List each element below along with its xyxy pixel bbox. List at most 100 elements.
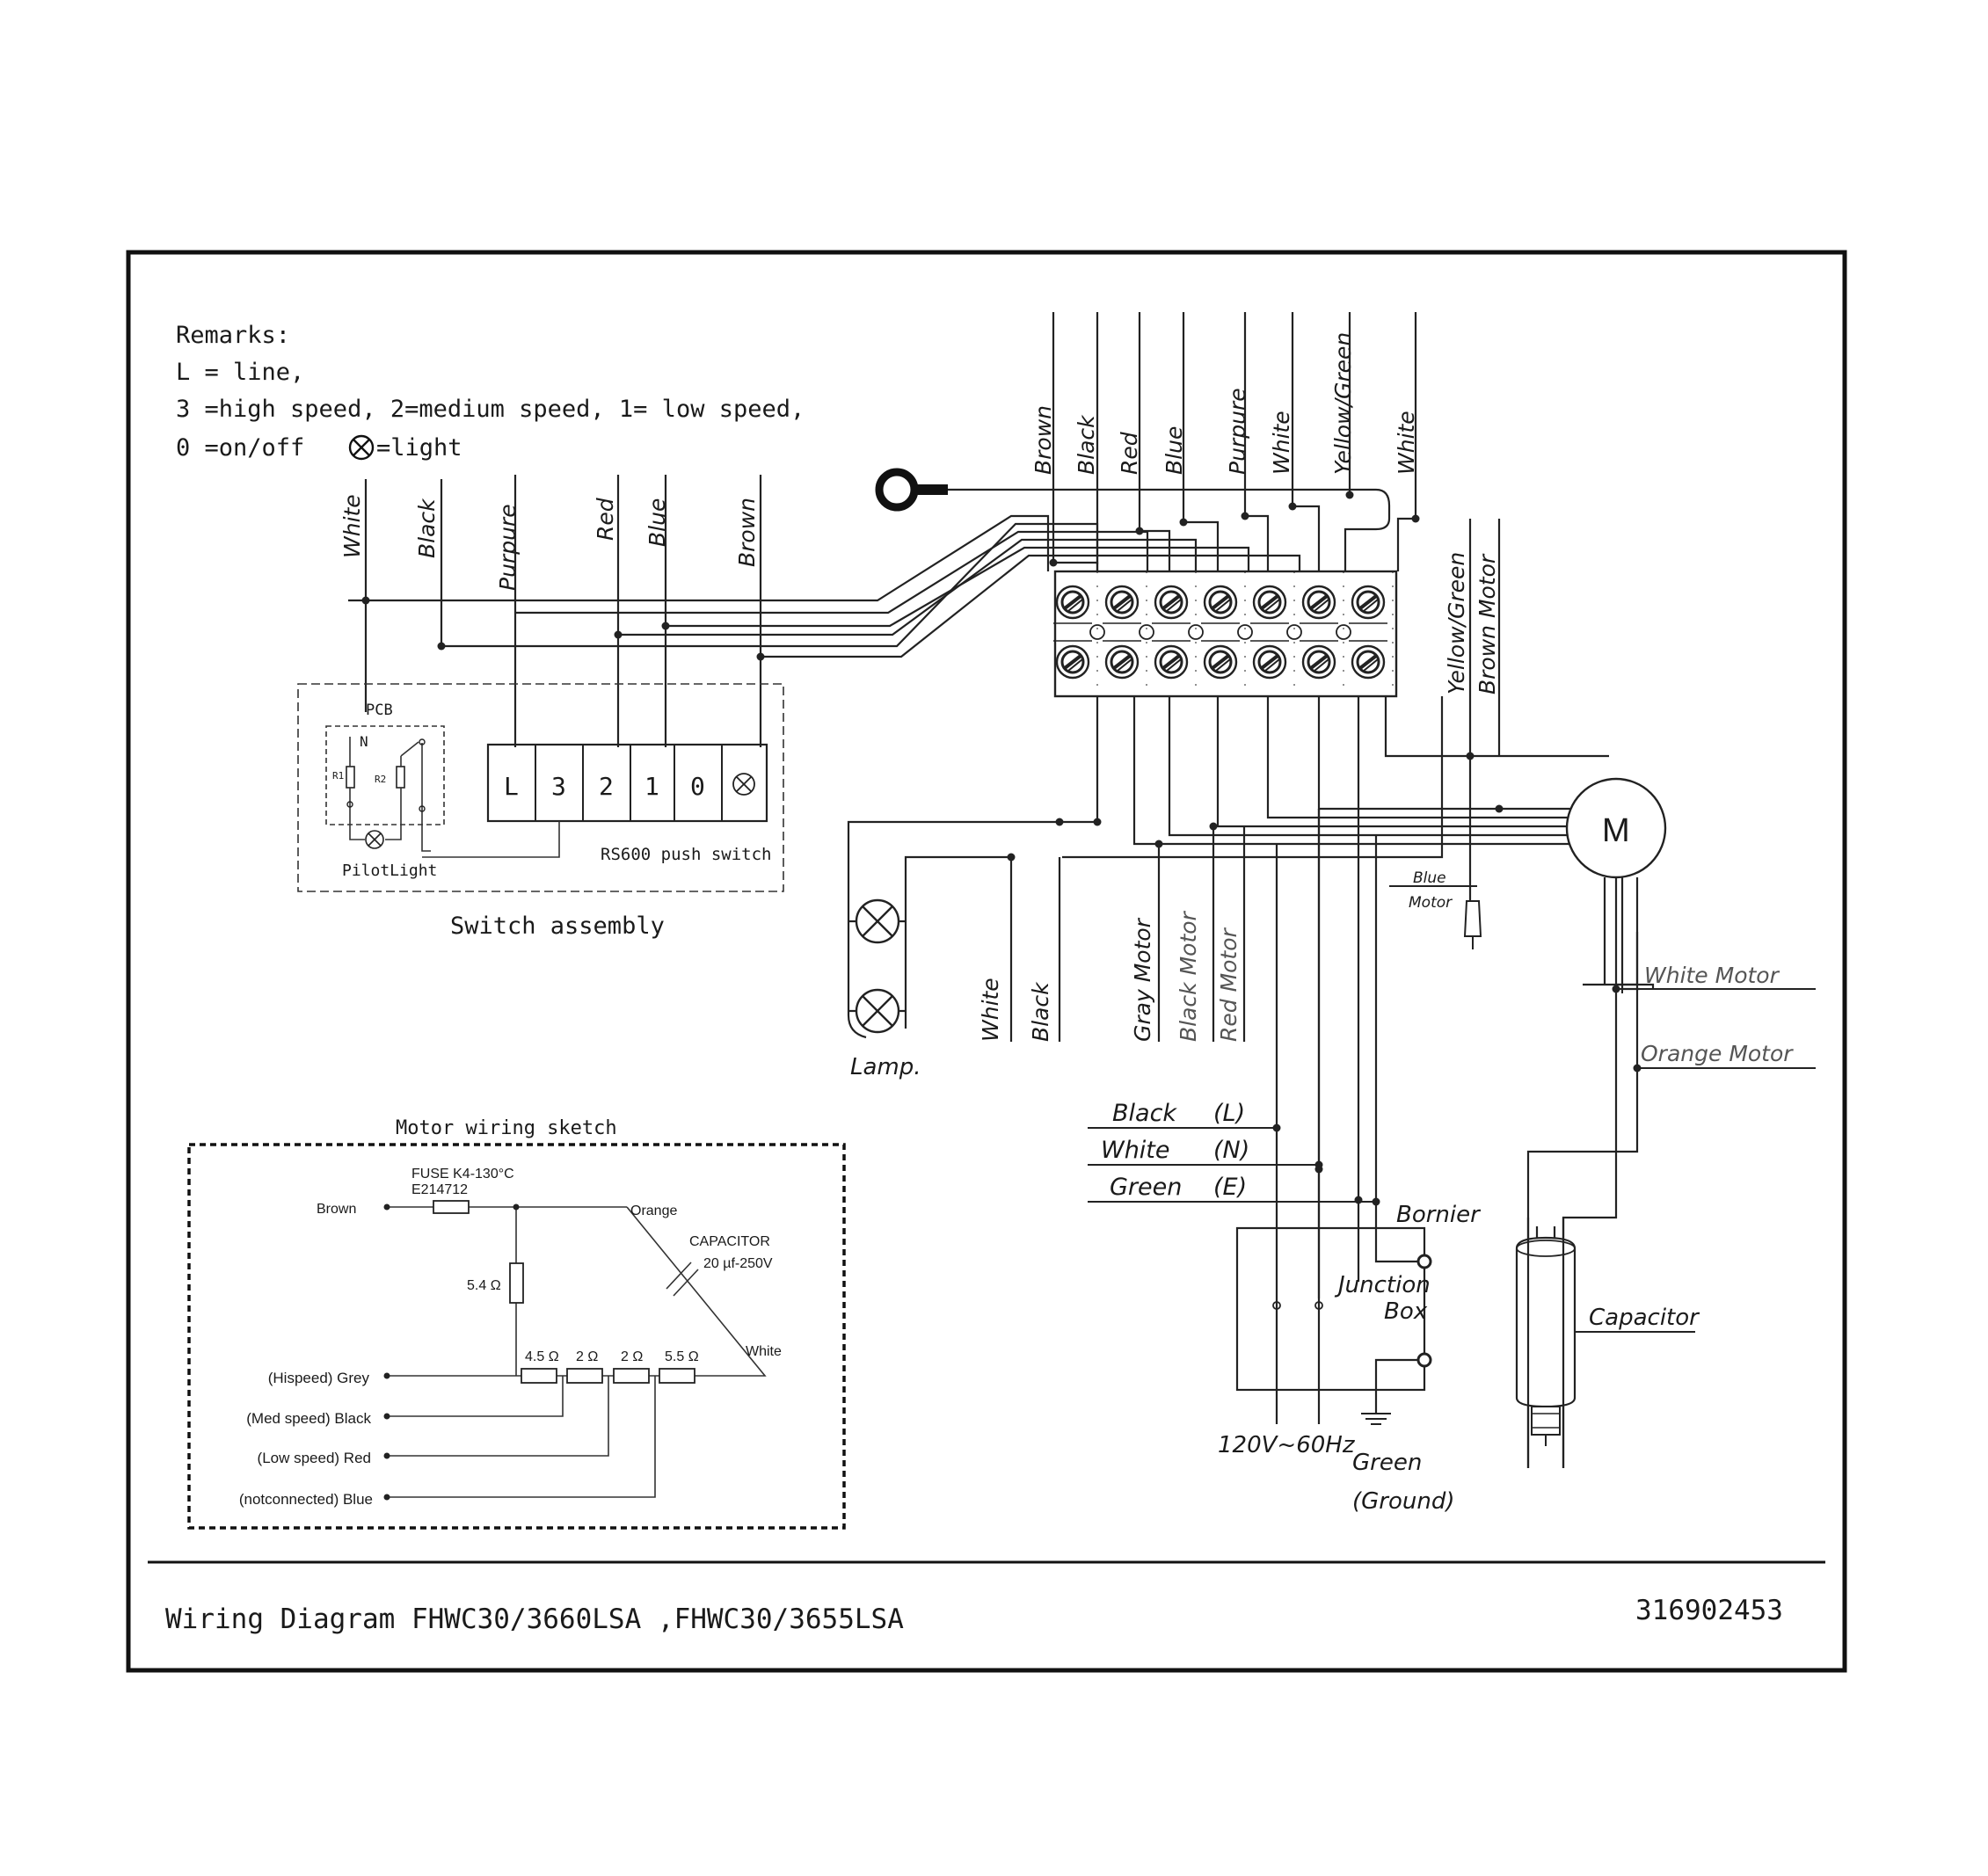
junction-box: Bornier Junction Box 120V~60Hz Green (Gr… bbox=[1218, 809, 1482, 1515]
r2-label: R2 bbox=[375, 774, 386, 785]
supply-green: Green bbox=[1110, 1174, 1182, 1201]
terminal-screw-icon bbox=[1203, 644, 1238, 680]
resistor-r1 bbox=[346, 766, 355, 789]
remarks: Remarks: L = line, 3 =high speed, 2=medi… bbox=[176, 322, 805, 462]
supply-lines: Black (L) White (N) Green (E) bbox=[1088, 1100, 1380, 1206]
junction-box-label: Box bbox=[1384, 1298, 1428, 1325]
remarks-line: L = line, bbox=[176, 359, 304, 386]
sketch-hispeed: (Hispeed) Grey bbox=[268, 1370, 370, 1386]
wire-label: Black Motor bbox=[1176, 910, 1201, 1042]
part-number: 316902453 bbox=[1635, 1595, 1783, 1626]
wire-label: Black bbox=[414, 498, 440, 558]
blue-motor-label: Blue bbox=[1413, 869, 1446, 887]
sketch-r2a: 2 Ω bbox=[576, 1349, 598, 1364]
top-wire-labels: Brown Black Red Blue Purpure White Yello… bbox=[1030, 332, 1419, 475]
switch-key-3: 3 bbox=[551, 772, 566, 801]
wire-label: Red bbox=[1117, 432, 1142, 475]
pilot-light-label: PilotLight bbox=[342, 862, 437, 880]
terminal-screw-icon bbox=[1055, 644, 1090, 680]
blue-motor-label: Motor bbox=[1409, 894, 1453, 912]
ground-ring-icon bbox=[875, 468, 948, 512]
switch-key-0: 0 bbox=[690, 772, 705, 801]
supply-l: (L) bbox=[1213, 1100, 1245, 1127]
motor-label-wires bbox=[1157, 826, 1246, 1042]
top-wires bbox=[948, 312, 1417, 571]
terminal-screw-icon bbox=[1154, 644, 1189, 680]
terminal-link-icon bbox=[1237, 624, 1253, 640]
lamp-supply-wires bbox=[1009, 857, 1061, 1042]
sketch-capacitor: CAPACITOR bbox=[689, 1234, 770, 1249]
terminal-screw-icon bbox=[1055, 585, 1090, 620]
terminal-link-icon bbox=[1336, 624, 1351, 640]
wire-label: Brown bbox=[734, 498, 760, 567]
fuse-label: E214712 bbox=[411, 1182, 468, 1197]
switch-wire-junctions bbox=[361, 596, 765, 661]
terminal-link-icon bbox=[1139, 624, 1154, 640]
supply-e: (E) bbox=[1213, 1174, 1247, 1201]
supply-white: White bbox=[1101, 1137, 1170, 1164]
remarks-title: Remarks: bbox=[176, 322, 290, 349]
wire-label: Yellow/Green bbox=[1444, 552, 1469, 694]
pcb: PCB N R1 R2 PilotLight bbox=[325, 702, 445, 880]
motor-wiring-sketch: Motor wiring sketch FUSE K4-130°C E21471 bbox=[187, 1117, 846, 1530]
terminal-screw-icon bbox=[1351, 585, 1386, 620]
terminal-screw-icon bbox=[1154, 585, 1189, 620]
switch-key-l: L bbox=[504, 772, 519, 801]
sketch-r54: 5.4 Ω bbox=[467, 1278, 501, 1293]
white-motor-label: White Motor bbox=[1644, 963, 1780, 988]
terminal-screw-icon bbox=[1351, 644, 1386, 680]
remarks-line: 0 =on/off bbox=[176, 434, 304, 462]
wire-label: Red Motor bbox=[1216, 927, 1242, 1042]
resistor-r2 bbox=[396, 766, 405, 789]
switch-wire-labels: White Black Purpure Red Blue Brown bbox=[339, 494, 760, 591]
wire-label: Black bbox=[1028, 981, 1053, 1042]
ground-symbol-icon bbox=[1361, 1413, 1391, 1425]
sketch-brown: Brown bbox=[317, 1202, 356, 1217]
terminal-screw-icon bbox=[1104, 644, 1140, 680]
pcb-n: N bbox=[360, 733, 368, 750]
terminal-link-icon bbox=[1286, 624, 1302, 640]
sketch-r2b: 2 Ω bbox=[621, 1349, 643, 1364]
rs600-label: RS600 push switch bbox=[601, 845, 771, 864]
wire-label: White bbox=[339, 494, 365, 558]
diagram-frame bbox=[126, 250, 1847, 1673]
terminal-screw-icon bbox=[1252, 585, 1287, 620]
lamp-label: Lamp. bbox=[850, 1054, 921, 1080]
sketch-r55: 5.5 Ω bbox=[665, 1349, 699, 1364]
sketch-notconnected: (notconnected) Blue bbox=[239, 1491, 373, 1508]
wire-label: White bbox=[978, 978, 1003, 1042]
lamp-icon bbox=[855, 898, 900, 944]
supply-n: (N) bbox=[1213, 1137, 1249, 1164]
switch-key-1: 1 bbox=[644, 772, 659, 801]
sketch-box bbox=[187, 1143, 846, 1530]
wire-label: Red bbox=[593, 498, 618, 541]
motor-bus-junctions bbox=[1007, 752, 1504, 1204]
light-symbol-icon bbox=[348, 434, 375, 461]
capacitor: Capacitor bbox=[1515, 1218, 1700, 1468]
wire-label: Yellow/Green bbox=[1330, 332, 1356, 475]
terminal-screw-icon bbox=[1252, 644, 1287, 680]
orange-motor-label: Orange Motor bbox=[1641, 1041, 1794, 1066]
switch-key-2: 2 bbox=[599, 772, 614, 801]
rs600-switch: L 3 2 1 0 RS600 push switch bbox=[422, 743, 771, 864]
light-key-icon bbox=[732, 773, 755, 796]
fuse-label: FUSE K4-130°C bbox=[411, 1167, 514, 1182]
wire-label: Brown Motor bbox=[1475, 553, 1500, 694]
pcb-box bbox=[325, 725, 445, 825]
wire-label: Brown bbox=[1030, 405, 1056, 475]
remarks-line: 3 =high speed, 2=medium speed, 1= low sp… bbox=[176, 396, 805, 423]
wire-label: Purpure bbox=[1225, 388, 1250, 475]
top-wire-junctions bbox=[1049, 491, 1420, 567]
sketch-title: Motor wiring sketch bbox=[396, 1117, 617, 1139]
terminal-block bbox=[1053, 570, 1398, 698]
blue-motor-wire: Blue Motor bbox=[1389, 756, 1482, 949]
bornier-label: Bornier bbox=[1396, 1202, 1482, 1228]
remarks-line: =light bbox=[376, 434, 462, 462]
lamps: Lamp. bbox=[847, 820, 1062, 1080]
terminal-screw-icon bbox=[1104, 585, 1140, 620]
capacitor-label: Capacitor bbox=[1589, 1305, 1700, 1331]
lamp-icon bbox=[855, 988, 900, 1034]
ground-label: (Ground) bbox=[1352, 1488, 1455, 1515]
motor-side-labels: Yellow/Green Brown Motor bbox=[1444, 552, 1500, 694]
